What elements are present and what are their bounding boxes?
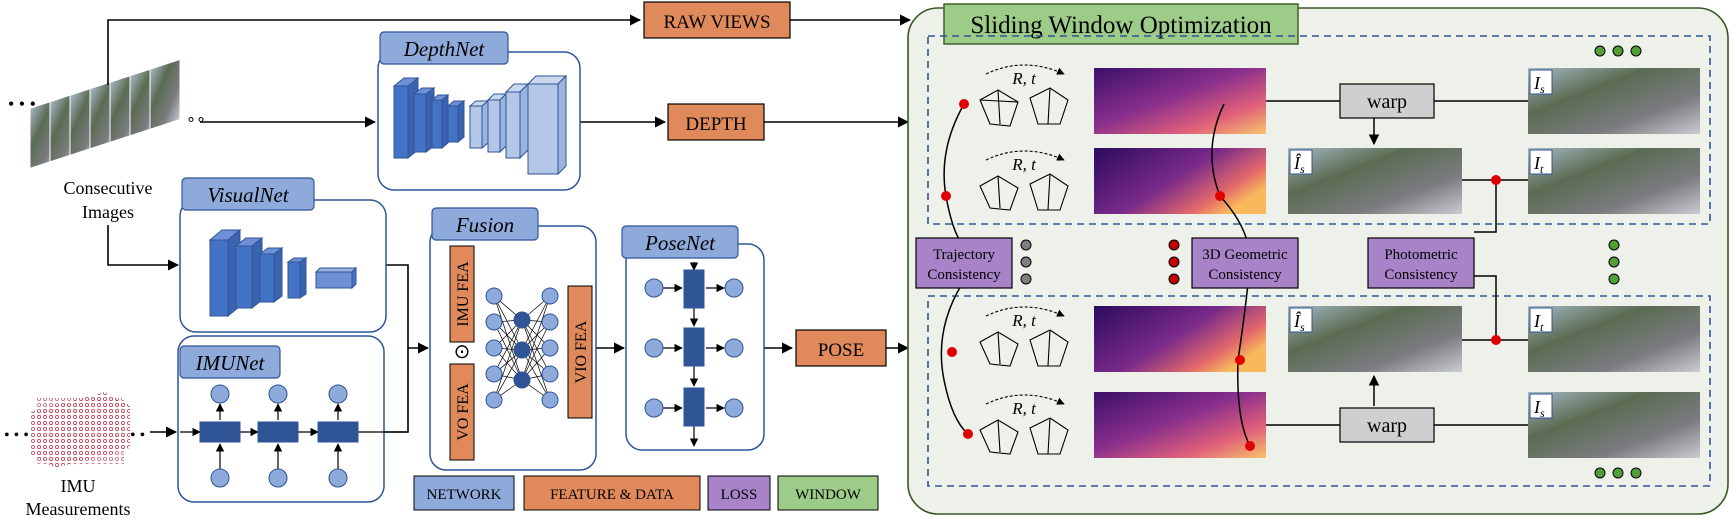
image-is-bottom <box>1528 392 1700 458</box>
warp-bottom-label: warp <box>1367 415 1407 437</box>
depth-label: DEPTH <box>685 114 747 135</box>
legend-network-label: NETWORK <box>427 487 502 503</box>
camera-pose-row-1 <box>979 64 1069 127</box>
imunet-title-box <box>179 345 281 379</box>
depth-map-2 <box>1094 148 1266 214</box>
vo-fea-label: VO FEA <box>455 383 472 441</box>
sliding-window-title: Sliding Window Optimization <box>970 12 1272 39</box>
pose-label: POSE <box>818 340 864 361</box>
visualnet-title: VisualNet <box>207 183 289 207</box>
connectors <box>107 14 912 438</box>
camera-pose-row-2 <box>979 150 1069 211</box>
image-it-bottom <box>1528 306 1700 372</box>
window-ellipsis-vertical-geo <box>1168 239 1180 285</box>
label-is-bottom: Is <box>1533 397 1545 420</box>
window-ellipsis-vertical-traj <box>1020 239 1032 285</box>
legend-feature-label: FEATURE & DATA <box>550 487 674 503</box>
image-it-top <box>1528 148 1700 214</box>
trajectory-consistency-line2: Consistency <box>927 267 1001 283</box>
svg-text:• •: • • <box>130 427 145 444</box>
fusion-mlp-nodes <box>485 287 559 409</box>
depthnet-layers <box>392 74 568 176</box>
svg-text:∘∘: ∘∘ <box>186 111 206 128</box>
legend-window-label: WINDOW <box>795 487 862 503</box>
legend-window-box <box>777 475 879 511</box>
window-junction-dots <box>941 99 1501 451</box>
rt-label-2: R, t <box>1011 155 1037 174</box>
sliding-window-panel <box>907 7 1729 515</box>
trajectory-consistency-line1: Trajectory <box>933 247 995 263</box>
visualnet-title-box <box>181 177 315 211</box>
window-ellipsis-top-right <box>1594 45 1642 57</box>
warp-bottom-box <box>1339 407 1435 443</box>
imunet-nodes <box>199 384 359 488</box>
image-label-tags <box>1289 69 1553 419</box>
window-ellipsis-bottom-right <box>1594 467 1642 479</box>
geometric-consistency-box <box>1191 237 1299 289</box>
camera-pose-row-3 <box>979 306 1069 367</box>
raw-views-box <box>643 1 791 39</box>
window-frame-bottom <box>927 295 1711 487</box>
vio-fea-label: VIO FEA <box>573 320 590 383</box>
posenet-nodes <box>644 269 744 427</box>
imu-fea-box <box>449 245 475 343</box>
label-is-top: Is <box>1533 73 1545 96</box>
vo-fea-box <box>449 363 475 461</box>
imu-label-line1: IMU <box>61 476 96 496</box>
imu-fea-label: IMU FEA <box>455 261 472 327</box>
posenet-rnn-arrows <box>662 262 725 447</box>
legend-loss-label: LOSS <box>721 487 758 503</box>
geometric-consistency-line2: Consistency <box>1208 267 1282 283</box>
window-ellipsis-vertical-right <box>1608 239 1620 285</box>
sliding-window-title-box <box>943 3 1299 45</box>
label-ihat-bottom: Îs <box>1293 310 1305 334</box>
image-ihat-bottom <box>1288 306 1462 372</box>
depth-box <box>667 103 765 141</box>
camera-pose-row-4 <box>979 394 1069 455</box>
fusion-title: Fusion <box>455 213 514 237</box>
trajectory-consistency-box <box>915 237 1013 289</box>
depthnet-title-box <box>379 31 509 65</box>
imunet-title: IMUNet <box>195 351 266 375</box>
visualnet-layers <box>208 228 358 318</box>
rt-label-4: R, t <box>1011 399 1037 418</box>
svg-text:• • •: • • • <box>4 427 29 444</box>
depthnet-title: DepthNet <box>403 37 486 61</box>
label-ihat-top: Îs <box>1293 152 1305 176</box>
warp-top-label: warp <box>1367 91 1407 113</box>
posenet-title-box <box>621 225 739 259</box>
imu-label-line2: Measurements <box>26 499 131 519</box>
label-it-top: It <box>1533 153 1544 176</box>
image-is-top <box>1528 68 1700 134</box>
photometric-consistency-line1: Photometric <box>1384 247 1458 263</box>
legend-network-box <box>413 475 515 511</box>
posenet-title: PoseNet <box>644 231 716 255</box>
odot-symbol: ⊙ <box>454 341 471 363</box>
legend-feature-box <box>523 475 701 511</box>
raw-views-label: RAW VIEWS <box>663 12 770 33</box>
legend-loss-box <box>707 475 771 511</box>
label-it-bottom: It <box>1533 311 1544 334</box>
geometric-consistency-line1: 3D Geometric <box>1202 247 1288 263</box>
warp-top-box <box>1339 83 1435 119</box>
photometric-consistency-line2: Consistency <box>1384 267 1458 283</box>
photometric-consistency-box <box>1367 237 1475 289</box>
rt-label-1: R, t <box>1011 69 1037 88</box>
rt-label-3: R, t <box>1011 311 1037 330</box>
imu-measurements-cube: • • • • • <box>4 392 145 468</box>
depth-map-1 <box>1094 68 1266 134</box>
image-ihat-top <box>1288 148 1462 214</box>
window-frame-top <box>927 35 1711 225</box>
vio-fea-box <box>567 285 593 419</box>
fusion-title-box <box>431 207 539 241</box>
consecutive-images-stack: • • • ∘∘ <box>8 58 206 169</box>
images-label-line1: Consecutive <box>64 178 153 198</box>
svg-text:• • •: • • • <box>8 94 36 114</box>
pose-box <box>795 329 887 367</box>
images-label-line2: Images <box>82 202 134 222</box>
depth-map-4 <box>1094 392 1266 458</box>
